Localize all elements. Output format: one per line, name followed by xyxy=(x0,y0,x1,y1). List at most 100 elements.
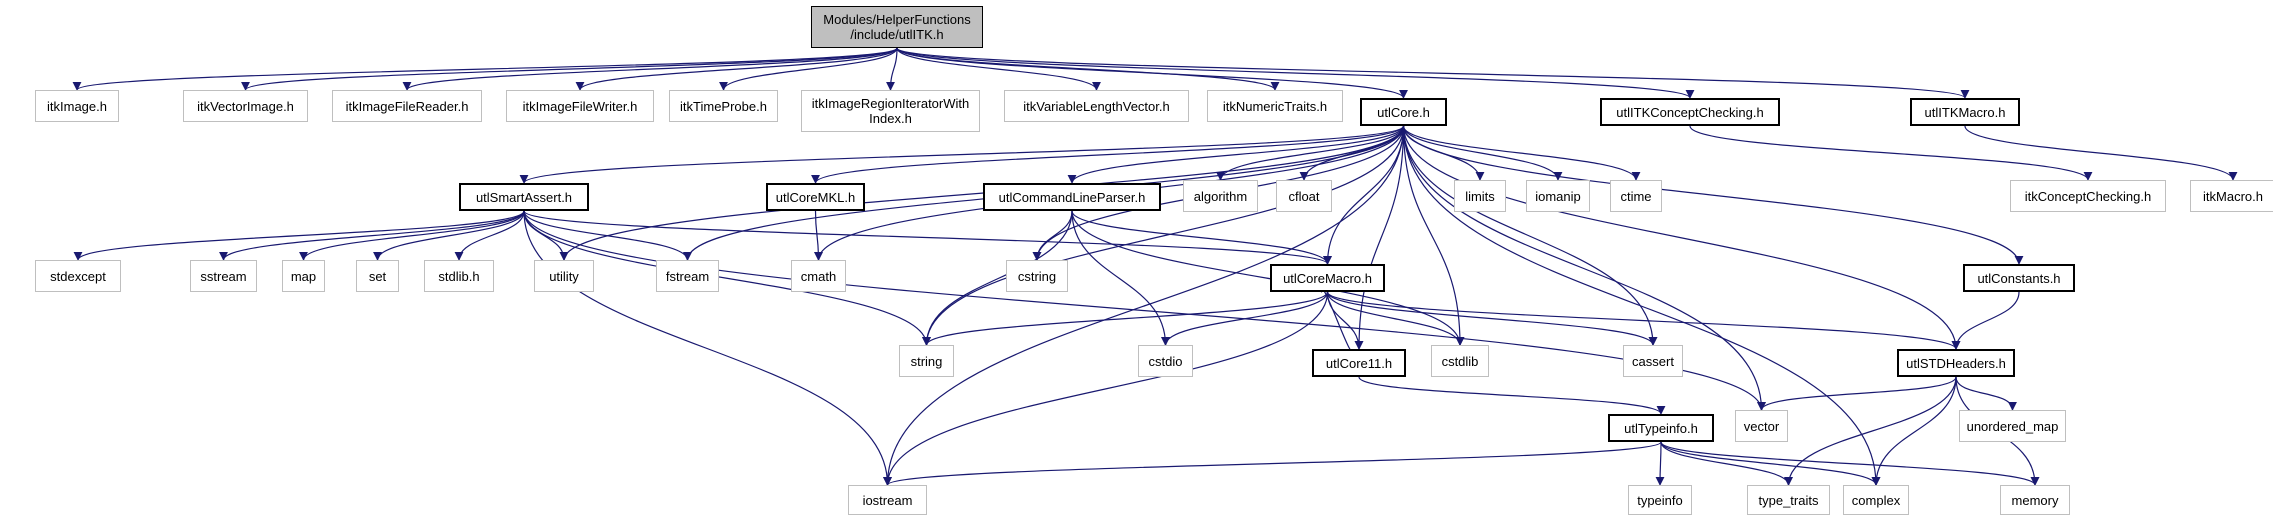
node-cassert: cassert xyxy=(1623,345,1683,377)
node-fstream: fstream xyxy=(656,260,719,292)
node-utility: utility xyxy=(534,260,594,292)
edge-utltypeinfo-to-iostream xyxy=(883,441,1662,486)
node-itknumerictraits: itkNumericTraits.h xyxy=(1207,90,1343,122)
node-utltypeinfo[interactable]: utlTypeinfo.h xyxy=(1608,414,1714,442)
node-utlcore11[interactable]: utlCore11.h xyxy=(1312,349,1406,377)
edge-utltypeinfo-to-type_traits xyxy=(1660,441,1793,486)
edge-root-to-itknumerictraits xyxy=(896,47,1280,91)
node-type-traits: type_traits xyxy=(1747,485,1830,515)
node-ctime: ctime xyxy=(1610,180,1662,212)
node-utlcore[interactable]: utlCore.h xyxy=(1360,98,1447,126)
edge-utlcoremacro-to-iostream xyxy=(883,291,1329,486)
node-unordered-map: unordered_map xyxy=(1959,410,2066,442)
node-set: set xyxy=(356,260,399,292)
edge-root-to-itkimageregioniteratorwithindex xyxy=(886,47,898,91)
edge-utlitkmacro-to-itkmacro xyxy=(1964,125,2238,181)
edge-utlcore-to-iomanip xyxy=(1402,125,1563,181)
node-utlconstants[interactable]: utlConstants.h xyxy=(1963,264,2075,292)
node-utlcoremacro[interactable]: utlCoreMacro.h xyxy=(1270,264,1385,292)
edge-root-to-itkimagefilereader xyxy=(402,47,898,91)
node-utlcommandlineparser[interactable]: utlCommandLineParser.h xyxy=(983,183,1161,211)
edge-utlsmartassert-to-stdlib xyxy=(454,210,525,261)
node-climits: limits xyxy=(1454,180,1506,212)
node-cstring: cstring xyxy=(1006,260,1068,292)
node-string: string xyxy=(899,345,954,377)
edge-utlstdheaders-to-unordered_map xyxy=(1955,376,2017,411)
edge-utlitkconceptchecking-to-itkconceptchecking xyxy=(1689,125,2093,181)
node-utlitkconceptchecking[interactable]: utlITKConceptChecking.h xyxy=(1600,98,1780,126)
node-memory: memory xyxy=(2000,485,2070,515)
node-cfloat: cfloat xyxy=(1276,180,1332,212)
node-stdexcept: stdexcept xyxy=(35,260,121,292)
node-utlcoremkl[interactable]: utlCoreMKL.h xyxy=(766,183,865,211)
edge-utlcore-to-ctime xyxy=(1402,125,1641,181)
edge-utlsmartassert-to-map xyxy=(299,210,525,261)
edge-utlcore-to-utlcoremkl xyxy=(811,125,1405,184)
node-utlsmartassert[interactable]: utlSmartAssert.h xyxy=(459,183,589,211)
edge-utlcoremacro-to-cassert xyxy=(1326,291,1658,346)
edge-utltypeinfo-to-memory xyxy=(1660,441,2040,486)
edge-utlcore-to-utlcoremacro xyxy=(1323,125,1405,265)
node-typeinfo: typeinfo xyxy=(1628,485,1692,515)
edge-root-to-itktimeprobe xyxy=(719,47,898,91)
node-iomanip: iomanip xyxy=(1526,180,1590,212)
edge-utlsmartassert-to-string xyxy=(523,210,931,346)
edge-utlsmartassert-to-stdexcept xyxy=(73,210,525,261)
edge-utlcommandlineparser-to-string xyxy=(922,210,1073,346)
edge-utlsmartassert-to-sstream xyxy=(219,210,525,261)
node-utlitkmacro[interactable]: utlITKMacro.h xyxy=(1910,98,2020,126)
node-itkimagefilereader: itkImageFileReader.h xyxy=(332,90,482,122)
node-complex: complex xyxy=(1843,485,1909,515)
edge-utlsmartassert-to-utlcoremacro xyxy=(523,210,1332,265)
node-algorithm: algorithm xyxy=(1183,180,1258,212)
node-stdlib: stdlib.h xyxy=(424,260,494,292)
edge-utlcoremacro-to-cstdio xyxy=(1161,291,1329,346)
edge-utlcore-to-cassert xyxy=(1402,125,1658,346)
edge-utlcoremacro-to-string xyxy=(922,291,1329,346)
edge-utlcore-to-utlconstants xyxy=(1402,125,2024,265)
node-map: map xyxy=(282,260,325,292)
edge-utlcore-to-cstdlib xyxy=(1402,125,1465,346)
edge-utlcommandlineparser-to-utlcoremacro xyxy=(1071,210,1332,265)
edge-utlcore-to-iostream xyxy=(883,125,1405,486)
edge-root-to-itkvariablelengthvector xyxy=(896,47,1101,91)
edge-root-to-itkimagefilewriter xyxy=(575,47,898,91)
edge-utlcore-to-complex xyxy=(1402,125,1881,486)
node-sstream: sstream xyxy=(190,260,257,292)
node-itkimage: itkImage.h xyxy=(35,90,119,122)
edge-utlstdheaders-to-vector xyxy=(1757,376,1957,411)
edge-utltypeinfo-to-typeinfo xyxy=(1655,441,1665,486)
node-iostream: iostream xyxy=(848,485,927,515)
edge-root-to-utlitkmacro xyxy=(896,47,1970,99)
edge-utlcoremkl-to-cmath xyxy=(813,210,823,261)
node-vector: vector xyxy=(1735,410,1788,442)
edge-utlcore11-to-utltypeinfo xyxy=(1358,376,1666,415)
edge-utlsmartassert-to-vector xyxy=(523,210,1766,411)
node-itktimeprobe: itkTimeProbe.h xyxy=(669,90,778,122)
node-cmath: cmath xyxy=(791,260,846,292)
edge-utlstdheaders-to-complex xyxy=(1871,376,1957,486)
edge-utlcommandlineparser-to-cstring xyxy=(1032,210,1073,261)
node-root[interactable]: Modules/HelperFunctions /include/utlITK.… xyxy=(811,6,983,48)
edge-utlcore-to-utlcommandlineparser xyxy=(1067,125,1405,184)
edge-utlcoremacro-to-cstdlib xyxy=(1326,291,1465,346)
node-itkmacro: itkMacro.h xyxy=(2190,180,2273,212)
node-itkimageregioniteratorwithindex: itkImageRegionIteratorWith Index.h xyxy=(801,90,980,132)
node-cstdlib: cstdlib xyxy=(1431,345,1489,377)
edge-utlcommandlineparser-to-cstdlib xyxy=(1071,210,1465,346)
edge-root-to-itkimage xyxy=(72,47,898,91)
edge-utlsmartassert-to-fstream xyxy=(523,210,692,261)
edge-utlsmartassert-to-iostream xyxy=(523,210,892,486)
node-itkvectorimage: itkVectorImage.h xyxy=(183,90,308,122)
edge-utlcore-to-string xyxy=(922,125,1405,346)
node-utlstdheaders[interactable]: utlSTDHeaders.h xyxy=(1897,349,2015,377)
edge-root-to-itkvectorimage xyxy=(241,47,898,91)
node-itkimagefilewriter: itkImageFileWriter.h xyxy=(506,90,654,122)
edge-utlsmartassert-to-set xyxy=(373,210,525,261)
node-cstdio: cstdio xyxy=(1138,345,1193,377)
node-itkconceptchecking: itkConceptChecking.h xyxy=(2010,180,2166,212)
edge-utlcore-to-utlstdheaders xyxy=(1402,125,1961,350)
edge-root-to-utlcore xyxy=(896,47,1408,99)
